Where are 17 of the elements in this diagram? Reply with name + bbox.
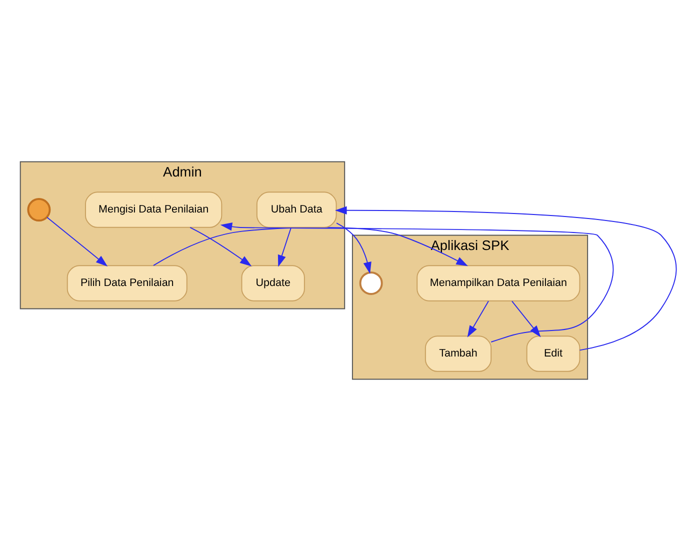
node-box: Menampilkan Data Penilaian [416, 264, 580, 301]
arrow [153, 226, 468, 266]
node-circle [359, 270, 383, 294]
node-box: Pilih Data Penilaian [66, 264, 188, 301]
arrow [336, 222, 372, 274]
arrow [467, 300, 489, 337]
node-box: Mengisi Data Penilaian [85, 191, 222, 228]
node-box: Ubah Data [256, 191, 337, 228]
arrow [220, 222, 614, 342]
node-box: Edit [526, 335, 580, 372]
arrow [46, 216, 108, 266]
arrow [278, 226, 292, 266]
node-circle [27, 198, 51, 222]
arrow [335, 206, 677, 350]
node-box: Update [241, 264, 305, 301]
node-box: Tambah [424, 335, 492, 372]
arrow [190, 226, 252, 266]
